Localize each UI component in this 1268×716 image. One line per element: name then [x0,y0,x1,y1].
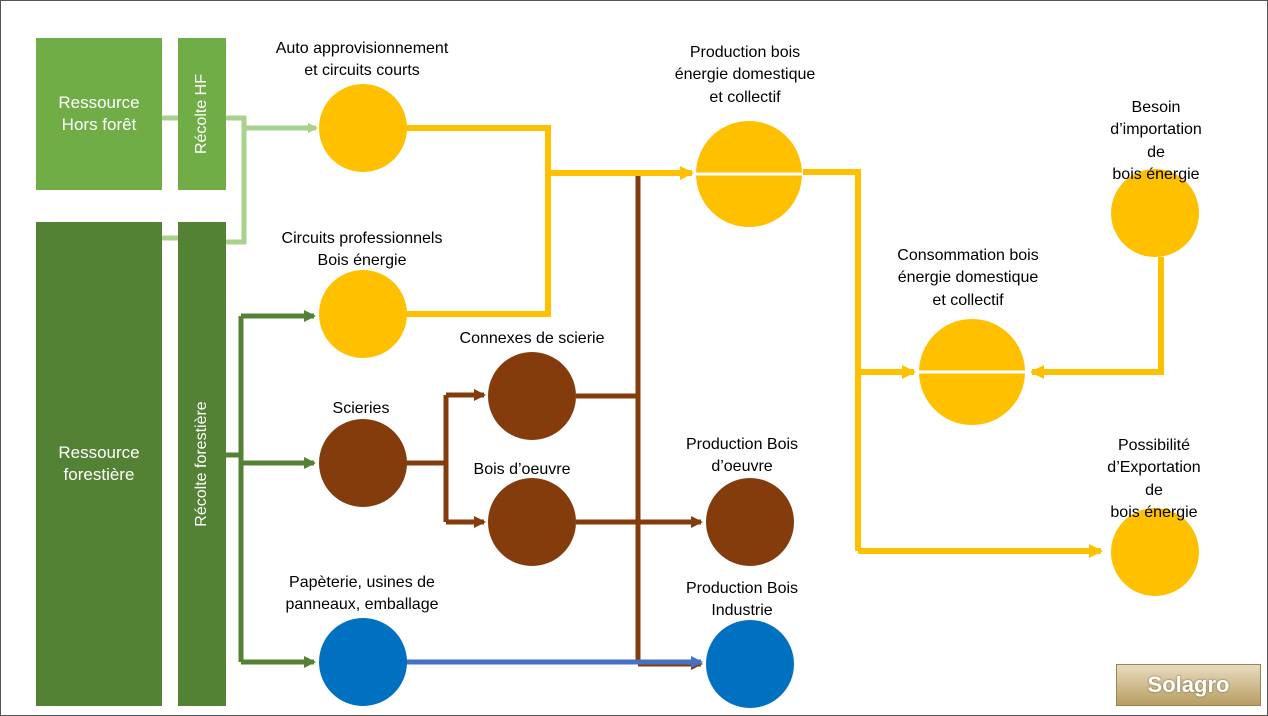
label-auto-approvisionnement: Auto approvisionnement et circuits court… [275,40,449,80]
node-possibilite-exportation [1111,508,1199,596]
solagro-logo: Solagro [1116,664,1261,706]
box-ressource-forestiere: Ressource forestière [36,222,162,706]
label-besoin-importation: Besoin d’importation de bois énergie [1110,99,1202,184]
node-besoin-importation [1111,169,1199,257]
node-circuits-professionnels [319,270,407,358]
label-production-energie: Production bois énergie domestique et co… [674,44,816,106]
label-connexes: Connexes de scierie [459,330,605,347]
node-auto-approvisionnement [319,84,407,172]
yellow-flow [407,125,1164,558]
recolte-hf-label: Récolte HF [193,73,210,155]
label-scieries: Scieries [332,400,390,417]
label-production-industrie: Production Bois Industrie [685,580,799,620]
box-recolte-hf: Récolte HF [178,38,226,190]
label-bois-oeuvre: Bois d’oeuvre [473,461,571,478]
recolte-forestiere-label: Récolte forestière [193,401,210,527]
label-circuits-professionnels: Circuits professionnels Bois énergie [281,230,443,270]
node-scieries [319,419,407,507]
label-consommation: Consommation bois énergie domestique et … [897,247,1039,309]
node-production-industrie [706,620,794,708]
node-papeterie [319,618,407,706]
solagro-logo-text: Solagro [1147,672,1230,697]
label-production-oeuvre: Production Bois d’oeuvre [685,436,799,476]
label-possibilite-exportation: Possibilité d’Exportation de bois énergi… [1107,437,1201,522]
label-papeterie: Papèterie, usines de panneaux, emballage [285,574,439,614]
box-ressource-hors-foret: Ressource Hors forêt [36,38,162,190]
dark-green-flow [226,310,316,668]
box-recolte-forestiere: Récolte forestière [178,222,226,706]
pale-green-flow [162,115,318,245]
node-bois-oeuvre [488,478,576,566]
node-production-oeuvre [706,478,794,566]
node-connexes [488,352,576,440]
